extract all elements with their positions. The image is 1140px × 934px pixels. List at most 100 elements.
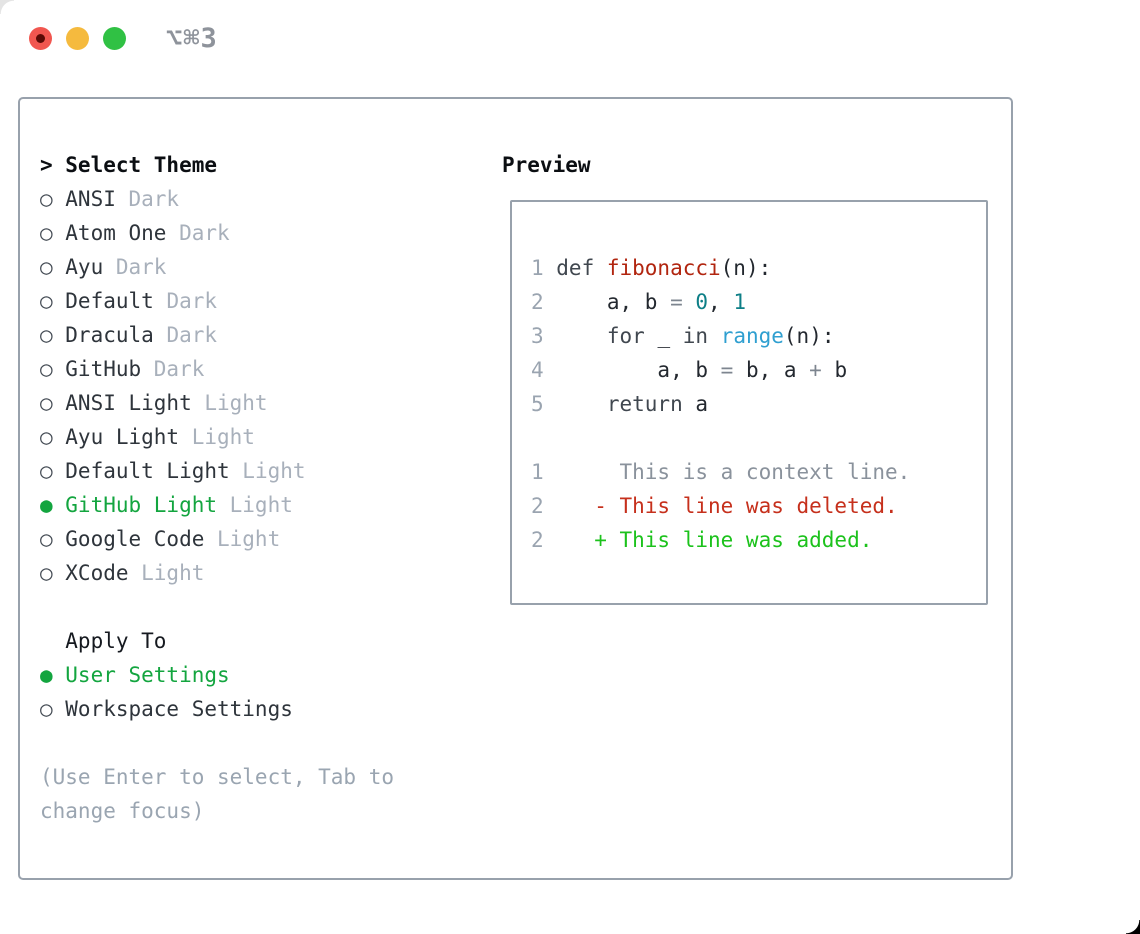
theme-name: ANSI (65, 187, 116, 211)
theme-option-github-light[interactable]: ● GitHub Light Light (40, 488, 502, 522)
zoom-button[interactable] (103, 26, 126, 50)
theme-name: ANSI Light (65, 391, 192, 415)
close-button[interactable] (29, 26, 52, 50)
code-line: 3 for _ in range(n): (531, 319, 986, 353)
theme-name: Default Light (65, 459, 230, 483)
theme-name: Ayu Light (65, 425, 180, 449)
line-number: 1 (531, 256, 544, 280)
theme-option-atom-one[interactable]: ○ Atom One Dark (40, 216, 502, 250)
code-content: a, b = b, a + b (556, 358, 848, 382)
apply-to-list: ● User Settings ○ Workspace Settings (40, 658, 502, 726)
theme-variant: Dark (128, 187, 180, 211)
line-number: 5 (531, 392, 544, 416)
code-content: for _ in range(n): (606, 324, 835, 348)
cursor-icon: > (40, 153, 53, 177)
theme-name: Ayu (65, 255, 104, 279)
radio-unselected-icon: ○ (40, 323, 53, 347)
blank-line (531, 421, 986, 455)
theme-name: Google Code (65, 527, 205, 551)
radio-unselected-icon: ○ (40, 289, 53, 313)
radio-unselected-icon: ○ (40, 187, 53, 211)
spacer (40, 590, 502, 624)
window-corner-top-left (0, 0, 14, 14)
diff-line-context: 1 This is a context line. (531, 455, 986, 489)
theme-name: Default (65, 289, 154, 313)
spacer (40, 726, 502, 760)
theme-option-dracula[interactable]: ○ Dracula Dark (40, 318, 502, 352)
help-line-2: change focus) (40, 799, 205, 823)
code-content: return a (606, 392, 709, 416)
theme-option-ayu-light[interactable]: ○ Ayu Light Light (40, 420, 502, 454)
theme-variant: Light (141, 561, 205, 585)
theme-option-default[interactable]: ○ Default Dark (40, 284, 502, 318)
radio-unselected-icon: ○ (40, 459, 53, 483)
line-number: 4 (531, 358, 544, 382)
radio-selected-icon: ● (40, 493, 53, 517)
radio-unselected-icon: ○ (40, 527, 53, 551)
code-content: def fibonacci(n): (556, 256, 772, 280)
code-line: 2 a, b = 0, 1 (531, 285, 986, 319)
theme-variant: Dark (166, 289, 218, 313)
theme-name: Dracula (65, 323, 154, 347)
diff-content: - This line was deleted. (556, 494, 898, 518)
radio-unselected-icon: ○ (40, 425, 53, 449)
apply-to-header: Apply To (65, 629, 167, 653)
radio-unselected-icon: ○ (40, 357, 53, 381)
theme-variant: Dark (115, 255, 167, 279)
theme-option-google-code[interactable]: ○ Google Code Light (40, 522, 502, 556)
line-number: 2 (531, 494, 544, 518)
diff-content: This is a context line. (556, 460, 911, 484)
theme-option-github[interactable]: ○ GitHub Dark (40, 352, 502, 386)
theme-name: GitHub Light (65, 493, 217, 517)
theme-name: GitHub (65, 357, 142, 381)
radio-unselected-icon: ○ (40, 697, 53, 721)
radio-unselected-icon: ○ (40, 255, 53, 279)
theme-option-ayu[interactable]: ○ Ayu Dark (40, 250, 502, 284)
theme-variant: Dark (153, 357, 205, 381)
radio-unselected-icon: ○ (40, 221, 53, 245)
diff-content: + This line was added. (556, 528, 873, 552)
theme-option-ansi[interactable]: ○ ANSI Dark (40, 182, 502, 216)
theme-list-header: > Select Theme (40, 148, 502, 182)
code-content: a, b = 0, 1 (556, 290, 746, 314)
apply-option-label: Workspace Settings (65, 697, 293, 721)
theme-variant: Light (217, 527, 281, 551)
diff-line-added: 2 + This line was added. (531, 523, 986, 557)
theme-variant: Dark (179, 221, 230, 245)
code-line: 4 a, b = b, a + b (531, 353, 986, 387)
theme-option-default-light[interactable]: ○ Default Light Light (40, 454, 502, 488)
apply-option-user-settings[interactable]: ● User Settings (40, 658, 502, 692)
theme-variant: Light (191, 425, 255, 449)
window-title: ⌥⌘3 (166, 22, 218, 54)
radio-unselected-icon: ○ (40, 391, 53, 415)
theme-option-xcode[interactable]: ○ XCode Light (40, 556, 502, 590)
theme-variant: Dark (166, 323, 218, 347)
apply-option-workspace-settings[interactable]: ○ Workspace Settings (40, 692, 502, 726)
titlebar: ⌥⌘3 (29, 23, 218, 54)
radio-unselected-icon: ○ (40, 561, 53, 585)
theme-list-title: Select Theme (65, 153, 217, 177)
theme-variant: Light (229, 493, 293, 517)
theme-name: XCode (65, 561, 129, 585)
line-number: 3 (531, 324, 544, 348)
theme-name: Atom One (65, 221, 167, 245)
line-number: 2 (531, 528, 544, 552)
radio-selected-icon: ● (40, 663, 53, 687)
minimize-button[interactable] (66, 26, 89, 50)
help-text: (Use Enter to select, Tab to change focu… (40, 760, 502, 828)
theme-variant: Light (242, 459, 306, 483)
window-corner-bottom-right (1126, 920, 1140, 934)
line-number: 1 (531, 460, 544, 484)
line-number: 2 (531, 290, 544, 314)
diff-block: 1 This is a context line.2 - This line w… (531, 455, 986, 557)
preview-header: Preview (502, 153, 591, 177)
diff-line-deleted: 2 - This line was deleted. (531, 489, 986, 523)
apply-option-label: User Settings (65, 663, 230, 687)
